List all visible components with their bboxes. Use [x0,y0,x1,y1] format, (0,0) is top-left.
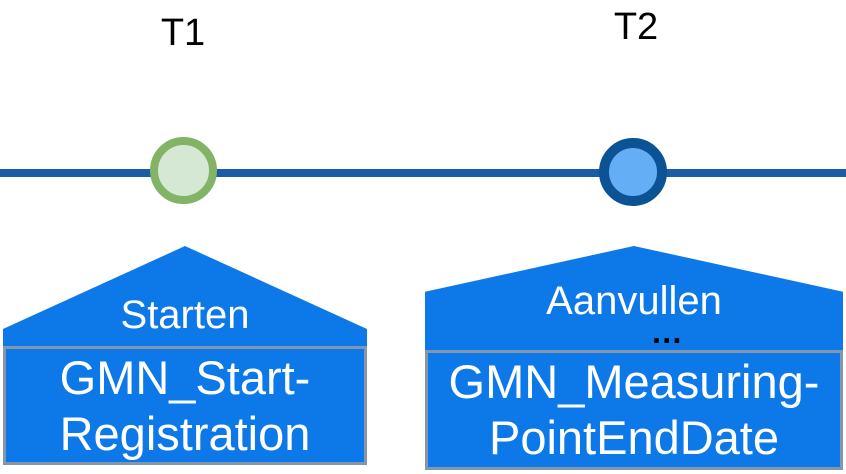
event-callout-starten: Starten [3,246,367,346]
ellipsis-text: … [650,314,683,350]
timepoint-label-t1: T1 [160,12,206,54]
phase-label-aanvullen: Aanvullen [546,279,722,323]
event-box-gmn-start-registration: GMN_Start- Registration [3,346,367,465]
event-box-gmn-measuring-point-end-date: GMN_Measuring- PointEndDate [425,350,843,470]
phase-label-starten: Starten [120,293,250,337]
timeline-line [0,169,846,177]
timeline-marker-t2 [599,138,667,206]
timepoint-label-t2: T2 [613,6,659,48]
timeline-marker-t1 [150,137,217,204]
event-callout-aanvullen: Aanvullen … [425,246,843,350]
